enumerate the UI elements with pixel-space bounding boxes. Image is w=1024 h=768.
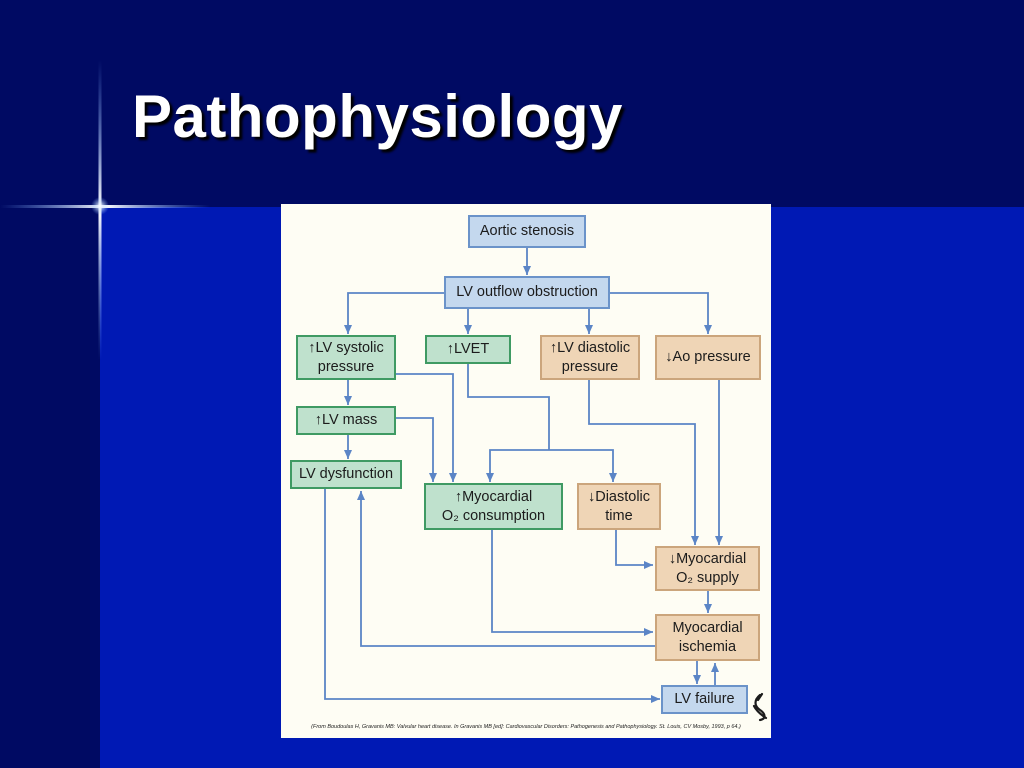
node-myocardial-o2-supply: ↓Myocardial O₂ supply: [655, 546, 760, 591]
arrow-lv-mass-to-o2-consumption: [396, 417, 437, 482]
arrow-dysfunction-to-failure: [324, 489, 660, 703]
node-label: LV failure: [674, 691, 735, 707]
arrow-obstruction-to-systolic: [344, 292, 444, 334]
node-label-line2: ischemia: [678, 638, 737, 655]
arrow-o2-consumption-to-ischemia: [491, 530, 653, 636]
node-label-line1: ↓Diastolic: [587, 488, 651, 505]
arrow-lvet-to-split: [467, 364, 550, 450]
node-label-line1: ↑LV diastolic: [549, 339, 631, 356]
node-lv-diastolic-pressure: ↑LV diastolic pressure: [540, 335, 640, 380]
node-label-line1: ↑LV systolic: [308, 339, 384, 356]
node-label: Aortic stenosis: [479, 223, 575, 239]
node-label-line2: time: [605, 507, 633, 524]
node-ao-pressure: ↓Ao pressure: [655, 335, 761, 380]
arrow-split-to-diastolic-time: [549, 449, 617, 482]
node-label-line2: O₂ consumption: [441, 507, 546, 524]
publisher-logo-icon: [752, 692, 768, 722]
node-label: ↑LV mass: [314, 412, 378, 428]
node-label-line2: O₂ supply: [676, 569, 739, 586]
sparkle-center: [91, 197, 109, 215]
arrow-ischemia-to-dysfunction: [357, 491, 656, 647]
node-label-line2: pressure: [561, 358, 619, 375]
node-lv-dysfunction: LV dysfunction: [290, 460, 402, 489]
arrow-systolic-to-o2-consumption: [396, 373, 457, 482]
node-label-line2: pressure: [317, 358, 375, 375]
node-label: ↓Ao pressure: [665, 349, 751, 365]
node-lv-outflow-obstruction: LV outflow obstruction: [444, 276, 610, 309]
node-label-line1: ↑Myocardial: [454, 488, 533, 505]
node-label: LV dysfunction: [298, 466, 394, 482]
node-myocardial-ischemia: Myocardial ischemia: [655, 614, 760, 661]
node-lv-failure: LV failure: [661, 685, 748, 714]
node-lvet: ↑LVET: [425, 335, 511, 364]
arrow-diastolic-time-to-o2-supply: [615, 530, 653, 569]
arrow-split-to-o2-consumption: [486, 449, 549, 482]
slide-title: Pathophysiology: [132, 83, 623, 150]
node-myocardial-o2-consumption: ↑Myocardial O₂ consumption: [424, 483, 563, 530]
node-diastolic-time: ↓Diastolic time: [577, 483, 661, 530]
node-label: LV outflow obstruction: [456, 284, 598, 300]
arrow-obstruction-to-ao-pressure: [610, 292, 712, 334]
node-label-line1: Myocardial: [672, 619, 743, 636]
figure-citation: (From Boudoulas H, Gravanis MB: Valvular…: [311, 724, 741, 730]
arrow-diastolic-pressure-to-o2-supply: [588, 380, 699, 545]
node-lv-systolic-pressure: ↑LV systolic pressure: [296, 335, 396, 380]
flow-arrows: [324, 248, 723, 703]
node-aortic-stenosis: Aortic stenosis: [468, 215, 586, 248]
pathophysiology-diagram: Aortic stenosis LV outflow obstruction ↑…: [281, 204, 771, 738]
node-lv-mass: ↑LV mass: [296, 406, 396, 435]
node-label: ↑LVET: [446, 341, 490, 357]
node-label-line1: ↓Myocardial: [668, 550, 747, 567]
